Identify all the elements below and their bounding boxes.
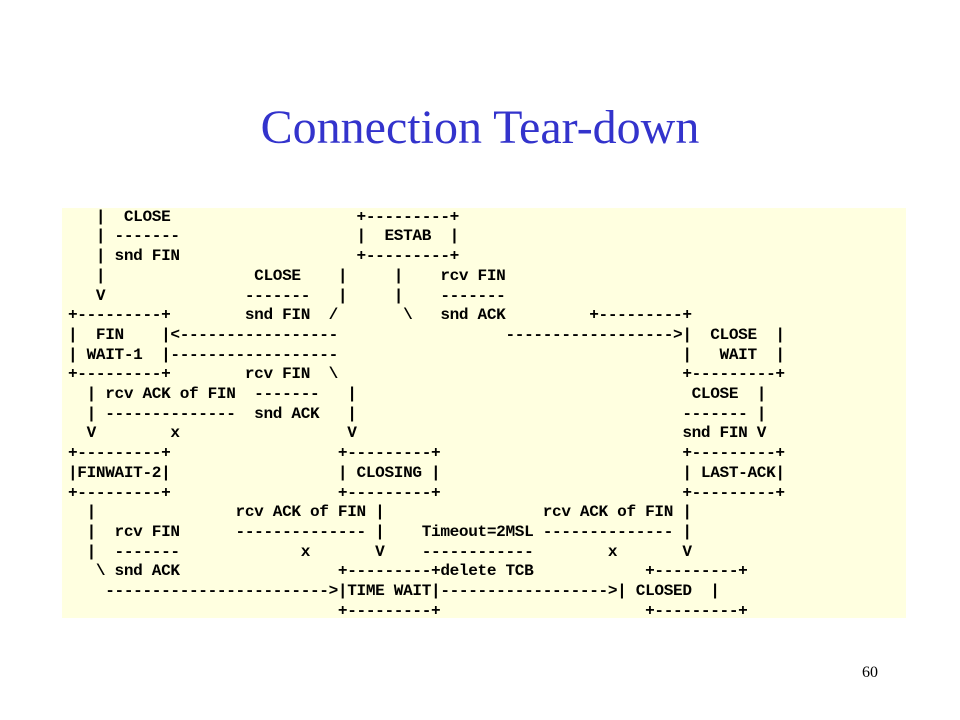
tcp-state-diagram-panel: | | | | CLOSE +---------+ | ------- | ES… [62, 208, 906, 618]
slide-title: Connection Tear-down [260, 101, 700, 154]
page-number: 60 [862, 664, 878, 681]
tcp-teardown-state-diagram: | | | | CLOSE +---------+ | ------- | ES… [68, 208, 785, 618]
